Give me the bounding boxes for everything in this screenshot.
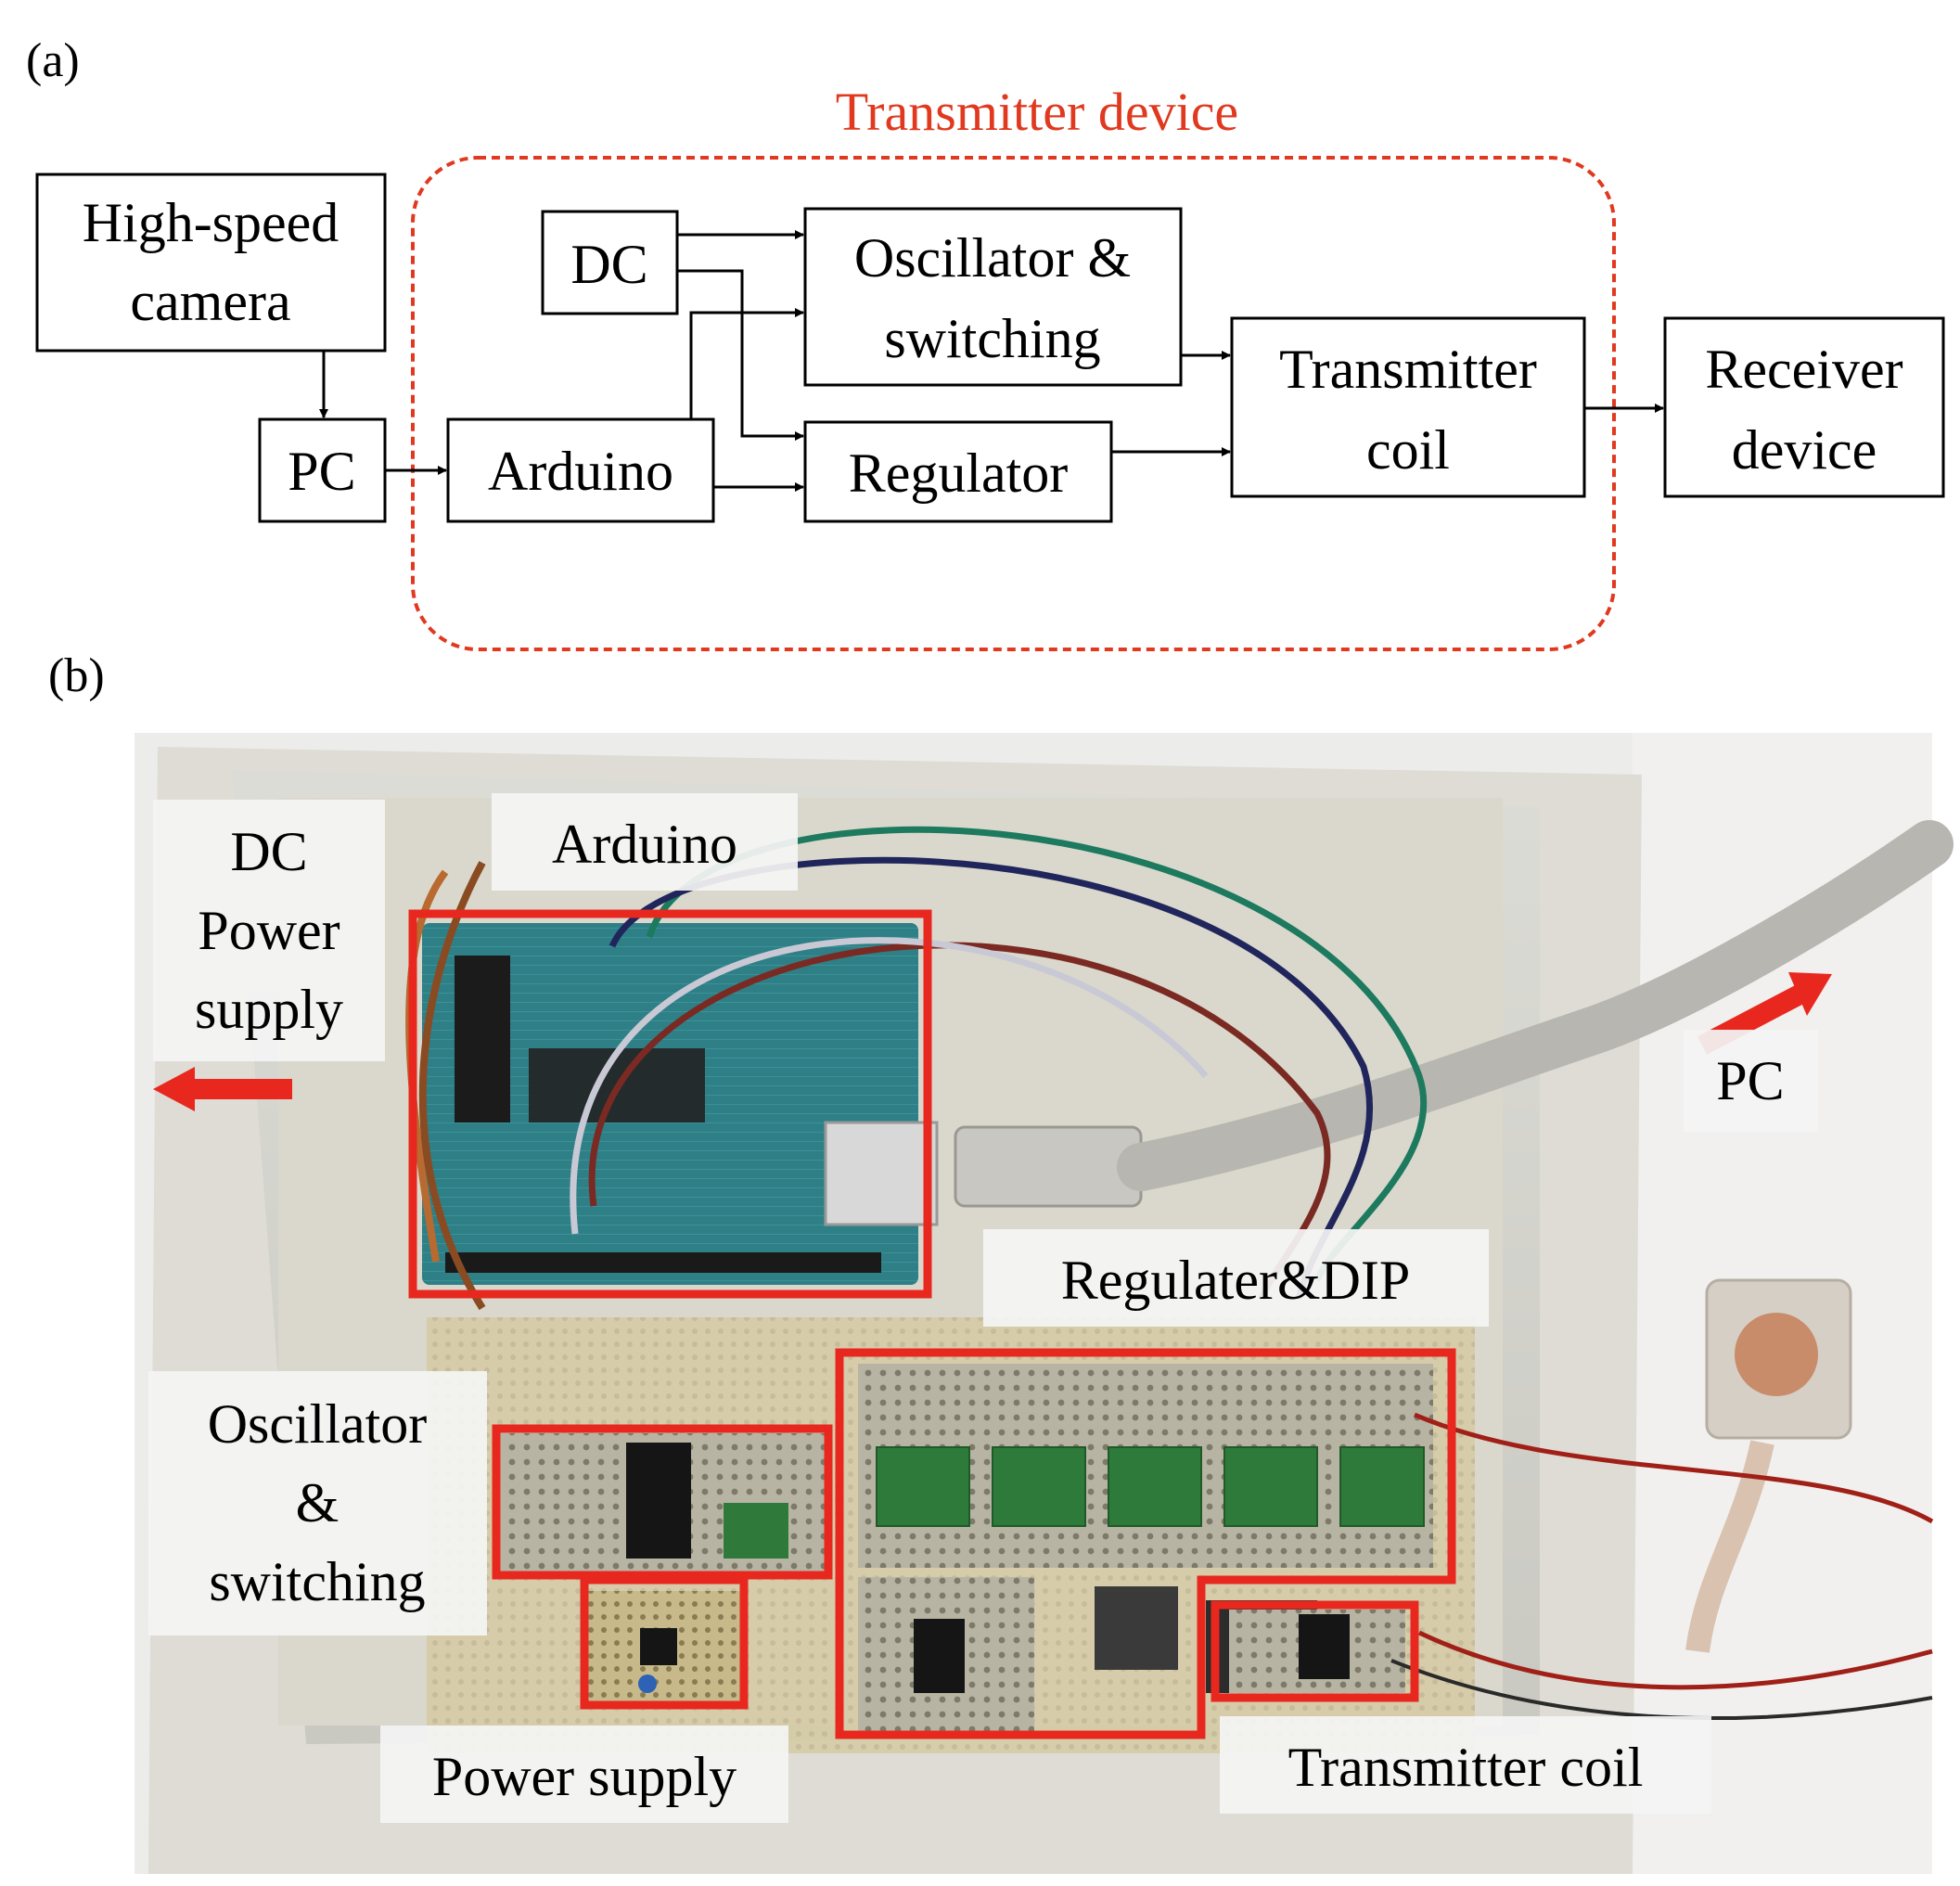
- arrow-dc-regulator: [677, 269, 804, 441]
- dc-block: DC: [541, 210, 679, 315]
- oscillator-line-1: Oscillator &: [854, 227, 1131, 289]
- svg-text:PC: PC: [1716, 1050, 1784, 1111]
- device-photo: [135, 733, 1954, 1874]
- camera-block: High-speed camera: [35, 173, 387, 353]
- highlight-boxes: [408, 909, 1456, 1739]
- dc-power-line-1: DC: [230, 821, 307, 882]
- svg-text:Transmitter coil: Transmitter coil: [1288, 1737, 1644, 1798]
- dc-block-label: DC: [570, 234, 647, 295]
- receiver-line-1: Receiver: [1705, 339, 1902, 400]
- dc-power-line-3: supply: [195, 979, 343, 1040]
- panel-a-arrows: [319, 230, 1664, 492]
- regulator-dip-photo-label: Regulater&DIP: [983, 1229, 1489, 1327]
- svg-text:Regulater&DIP: Regulater&DIP: [1061, 1250, 1411, 1311]
- camera-line-2: camera: [130, 271, 290, 332]
- dc-power-line-2: Power: [198, 900, 339, 961]
- arrow-arduino-oscillator: [689, 308, 804, 419]
- oscillator-line-2: switching: [884, 308, 1100, 369]
- panel-b-label: (b): [48, 649, 105, 702]
- transmitter-coil-photo-label: Transmitter coil: [1220, 1716, 1711, 1814]
- power-supply-photo-label: Power supply: [380, 1726, 788, 1823]
- oscillator-highlight: [492, 1424, 833, 1580]
- dc-power-arrow-icon: [153, 1067, 292, 1111]
- oscillator-photo-label: Oscillator & switching: [148, 1371, 487, 1636]
- oscillator-photo-line-1: Oscillator: [208, 1393, 428, 1455]
- pc-block: PC: [258, 417, 387, 523]
- transmitter-coil-line-2: coil: [1366, 419, 1450, 481]
- dc-power-label: DC Power supply: [153, 800, 385, 1061]
- arduino-block: Arduino: [446, 417, 715, 523]
- oscillator-photo-line-3: switching: [209, 1551, 425, 1612]
- svg-text:Power supply: Power supply: [432, 1746, 737, 1807]
- regulator-block: Regulator: [803, 420, 1113, 523]
- arduino-block-label: Arduino: [488, 441, 673, 502]
- transmitter-device-title: Transmitter device: [836, 82, 1238, 142]
- transmitter-coil-line-1: Transmitter: [1279, 339, 1537, 400]
- receiver-block: Receiver device: [1663, 316, 1945, 498]
- pc-photo-label: PC: [1684, 1030, 1818, 1132]
- regulator-dip-highlight: [835, 1348, 1456, 1739]
- oscillator-photo-line-2: &: [296, 1472, 339, 1533]
- transmitter-coil-block: Transmitter coil: [1230, 316, 1586, 498]
- camera-line-1: High-speed: [83, 192, 339, 253]
- panel-a-label: (a): [26, 34, 80, 87]
- arduino-photo-label: Arduino: [492, 793, 798, 891]
- transmitter-device-group: [411, 156, 1616, 651]
- arduino-highlight: [408, 909, 932, 1299]
- power-supply-highlight: [580, 1575, 749, 1710]
- receiver-line-2: device: [1732, 419, 1877, 481]
- oscillator-block: Oscillator & switching: [803, 207, 1183, 387]
- transmitter-coil-highlight: [1211, 1600, 1419, 1702]
- regulator-block-label: Regulator: [849, 443, 1069, 504]
- pc-block-label: PC: [288, 441, 355, 502]
- svg-text:Arduino: Arduino: [552, 814, 737, 875]
